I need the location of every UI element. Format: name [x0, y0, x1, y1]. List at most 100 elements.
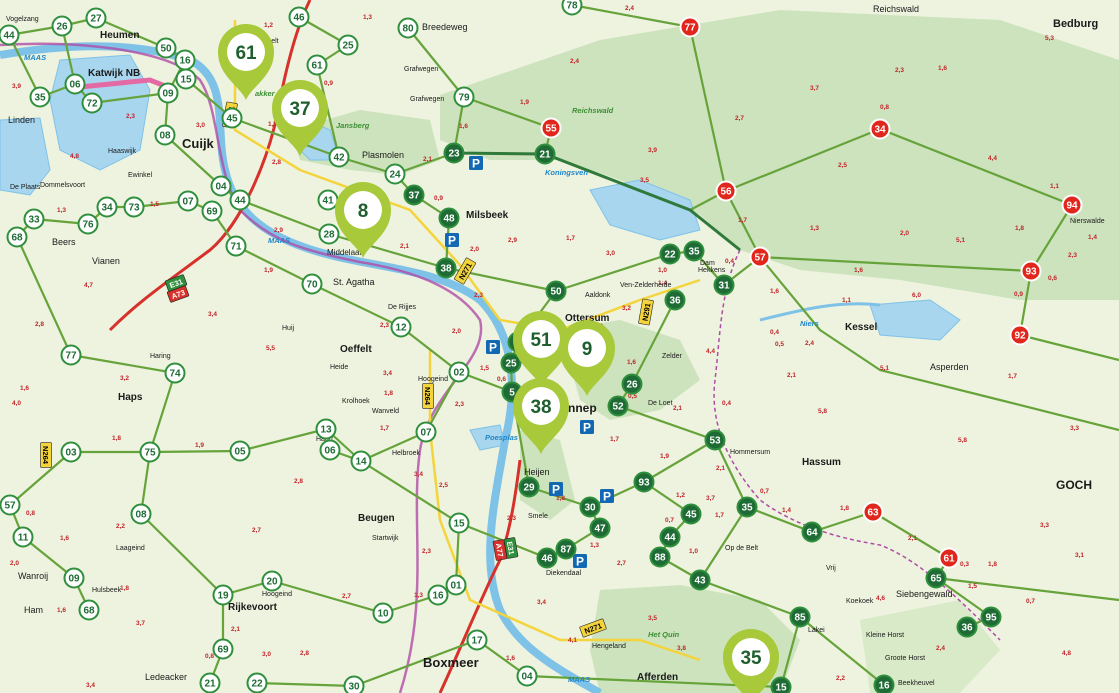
junction-node[interactable]: 45 [680, 503, 702, 525]
junction-node[interactable]: 21 [534, 143, 556, 165]
junction-node[interactable]: 05 [229, 440, 251, 462]
junction-node[interactable]: 15 [770, 676, 792, 693]
junction-node[interactable]: 47 [589, 517, 611, 539]
junction-node[interactable]: 11 [12, 526, 34, 548]
junction-node[interactable]: 43 [689, 569, 711, 591]
location-pin[interactable]: 35 [723, 629, 779, 693]
junction-node[interactable]: 12 [390, 316, 412, 338]
junction-node[interactable]: 15 [448, 512, 470, 534]
junction-node[interactable]: 73 [123, 196, 145, 218]
junction-node[interactable]: 08 [154, 124, 176, 146]
junction-node[interactable]: 07 [177, 190, 199, 212]
junction-node[interactable]: 10 [372, 602, 394, 624]
junction-node[interactable]: 50 [545, 280, 567, 302]
junction-node[interactable]: 46 [536, 547, 558, 569]
junction-node[interactable]: 06 [64, 73, 86, 95]
junction-node[interactable]: 06 [319, 439, 341, 461]
junction-node[interactable]: 04 [210, 175, 232, 197]
junction-node[interactable]: 26 [621, 373, 643, 395]
junction-node[interactable]: 15 [175, 68, 197, 90]
junction-node[interactable]: 87 [555, 538, 577, 560]
junction-node[interactable]: 46 [288, 6, 310, 28]
junction-node[interactable]: 57 [0, 494, 21, 516]
junction-node[interactable]: 68 [6, 226, 28, 248]
junction-node[interactable]: 25 [500, 352, 522, 374]
junction-node[interactable]: 71 [225, 235, 247, 257]
junction-node[interactable]: 35 [736, 496, 758, 518]
junction-node[interactable]: 07 [415, 421, 437, 443]
junction-node[interactable]: 44 [0, 24, 20, 46]
junction-node[interactable]: 48 [438, 207, 460, 229]
junction-node[interactable]: 76 [77, 213, 99, 235]
junction-node[interactable]: 72 [81, 92, 103, 114]
junction-node[interactable]: 93 [633, 471, 655, 493]
junction-node[interactable]: 80 [397, 17, 419, 39]
location-pin[interactable]: 8 [335, 182, 391, 258]
junction-node[interactable]: 02 [448, 361, 470, 383]
junction-node[interactable]: 29 [518, 476, 540, 498]
junction-node[interactable]: 13 [315, 418, 337, 440]
junction-node[interactable]: 08 [130, 503, 152, 525]
junction-node[interactable]: 74 [164, 362, 186, 384]
junction-node[interactable]: 16 [174, 49, 196, 71]
junction-node[interactable]: 69 [201, 200, 223, 222]
junction-node[interactable]: 68 [78, 599, 100, 621]
junction-node[interactable]: 44 [659, 526, 681, 548]
junction-node[interactable]: 65 [925, 567, 947, 589]
junction-node[interactable]: 30 [579, 496, 601, 518]
junction-node[interactable]: 63 [862, 501, 884, 523]
junction-node[interactable]: 21 [199, 672, 221, 693]
junction-node[interactable]: 14 [350, 450, 372, 472]
junction-node[interactable]: 03 [60, 441, 82, 463]
junction-node[interactable]: 09 [157, 82, 179, 104]
junction-node[interactable]: 70 [301, 273, 323, 295]
junction-node[interactable]: 20 [261, 570, 283, 592]
junction-node[interactable]: 92 [1009, 324, 1031, 346]
junction-node[interactable]: 78 [561, 0, 583, 16]
junction-node[interactable]: 85 [789, 606, 811, 628]
junction-node[interactable]: 37 [403, 184, 425, 206]
junction-nodes[interactable]: 4426275016154625618079063572094508422437… [0, 0, 1083, 693]
junction-node[interactable]: 52 [607, 395, 629, 417]
junction-node[interactable]: 27 [85, 7, 107, 29]
junction-node[interactable]: 77 [60, 344, 82, 366]
junction-node[interactable]: 35 [683, 240, 705, 262]
junction-node[interactable]: 25 [337, 34, 359, 56]
junction-node[interactable]: 61 [938, 547, 960, 569]
junction-node[interactable]: 16 [873, 674, 895, 693]
junction-node[interactable]: 64 [801, 521, 823, 543]
junction-node[interactable]: 95 [980, 606, 1002, 628]
location-pin[interactable]: 61 [218, 24, 274, 100]
junction-node[interactable]: 33 [23, 208, 45, 230]
location-pin[interactable]: 37 [272, 80, 328, 156]
junction-node[interactable]: 24 [384, 163, 406, 185]
junction-node[interactable]: 16 [427, 584, 449, 606]
junction-node[interactable]: 50 [155, 37, 177, 59]
junction-node[interactable]: 36 [664, 289, 686, 311]
junction-node[interactable]: 26 [51, 15, 73, 37]
junction-node[interactable]: 69 [212, 638, 234, 660]
junction-node[interactable]: 34 [869, 118, 891, 140]
junction-node[interactable]: 22 [246, 672, 268, 693]
junction-node[interactable]: 35 [29, 86, 51, 108]
junction-node[interactable]: 04 [516, 665, 538, 687]
junction-node[interactable]: 41 [317, 189, 339, 211]
junction-node[interactable]: 44 [229, 189, 251, 211]
junction-node[interactable]: 77 [679, 16, 701, 38]
junction-node[interactable]: 88 [649, 546, 671, 568]
junction-node[interactable]: 56 [715, 180, 737, 202]
junction-node[interactable]: 38 [435, 257, 457, 279]
junction-node[interactable]: 22 [659, 243, 681, 265]
junction-node[interactable]: 28 [318, 223, 340, 245]
junction-node[interactable]: 30 [343, 675, 365, 693]
junction-node[interactable]: 93 [1020, 260, 1042, 282]
junction-node[interactable]: 23 [443, 142, 465, 164]
junction-node[interactable]: 79 [453, 86, 475, 108]
junction-node[interactable]: 61 [306, 54, 328, 76]
junction-node[interactable]: 94 [1061, 194, 1083, 216]
junction-node[interactable]: 31 [713, 274, 735, 296]
junction-node[interactable]: 36 [956, 616, 978, 638]
